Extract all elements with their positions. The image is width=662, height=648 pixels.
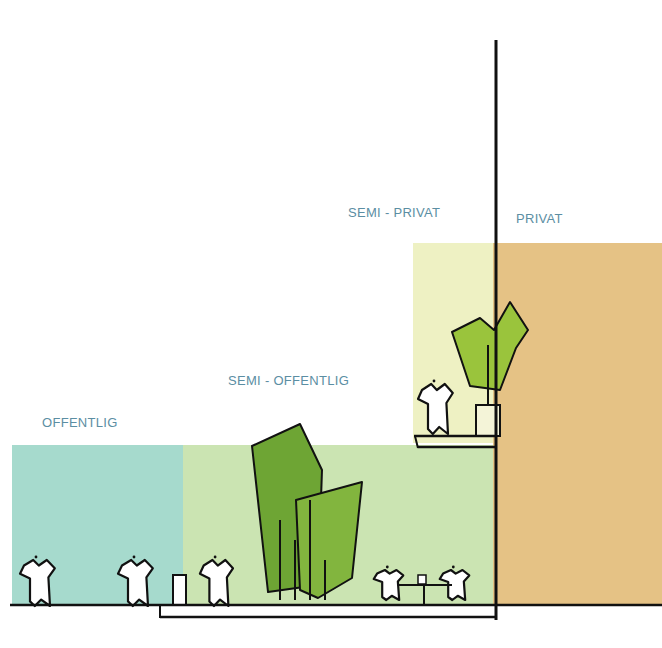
person-figure [200,560,233,606]
zone-label: OFFENTLIG [42,415,118,430]
balcony-edge [415,436,418,448]
plant-stem [487,345,489,405]
person-head-dot [133,556,136,559]
pavement-line [160,616,496,619]
tree-crown [296,482,362,598]
zone-band: PRIVAT [493,243,662,605]
private-zone-fill [493,243,662,605]
tree-trunk [309,500,311,600]
zone-label: SEMI - OFFENTLIG [228,373,349,388]
zone-label: PRIVAT [516,211,563,226]
person-head-dot [433,380,436,383]
tree-trunk [279,520,281,600]
semi-public-zone-fill [183,445,493,605]
person-figure [118,560,153,606]
public-zone-fill [12,445,183,605]
bollard [173,575,186,605]
figures [20,302,528,606]
balcony-slab [418,446,496,449]
person-figure [418,384,453,434]
kerb [159,605,161,618]
zone-band: SEMI - OFFENTLIG [183,445,493,605]
ground-line [10,604,662,607]
zone-label: SEMI - PRIVAT [348,205,440,220]
cafe-table-leg [423,585,425,605]
zone-band: OFFENTLIG [12,445,183,605]
zone-band: SEMI - PRIVAT [413,243,493,443]
tree-crown [452,302,528,390]
tree-trunk [324,560,326,600]
cup [418,575,426,584]
balcony-slab [414,435,496,438]
person-head-dot [452,566,455,569]
person-figure [20,560,55,606]
person-head-dot [35,556,38,559]
facade-wall [495,40,498,620]
person-head-dot [214,556,217,559]
person-head-dot [386,566,389,569]
tree-trunk [294,540,296,600]
